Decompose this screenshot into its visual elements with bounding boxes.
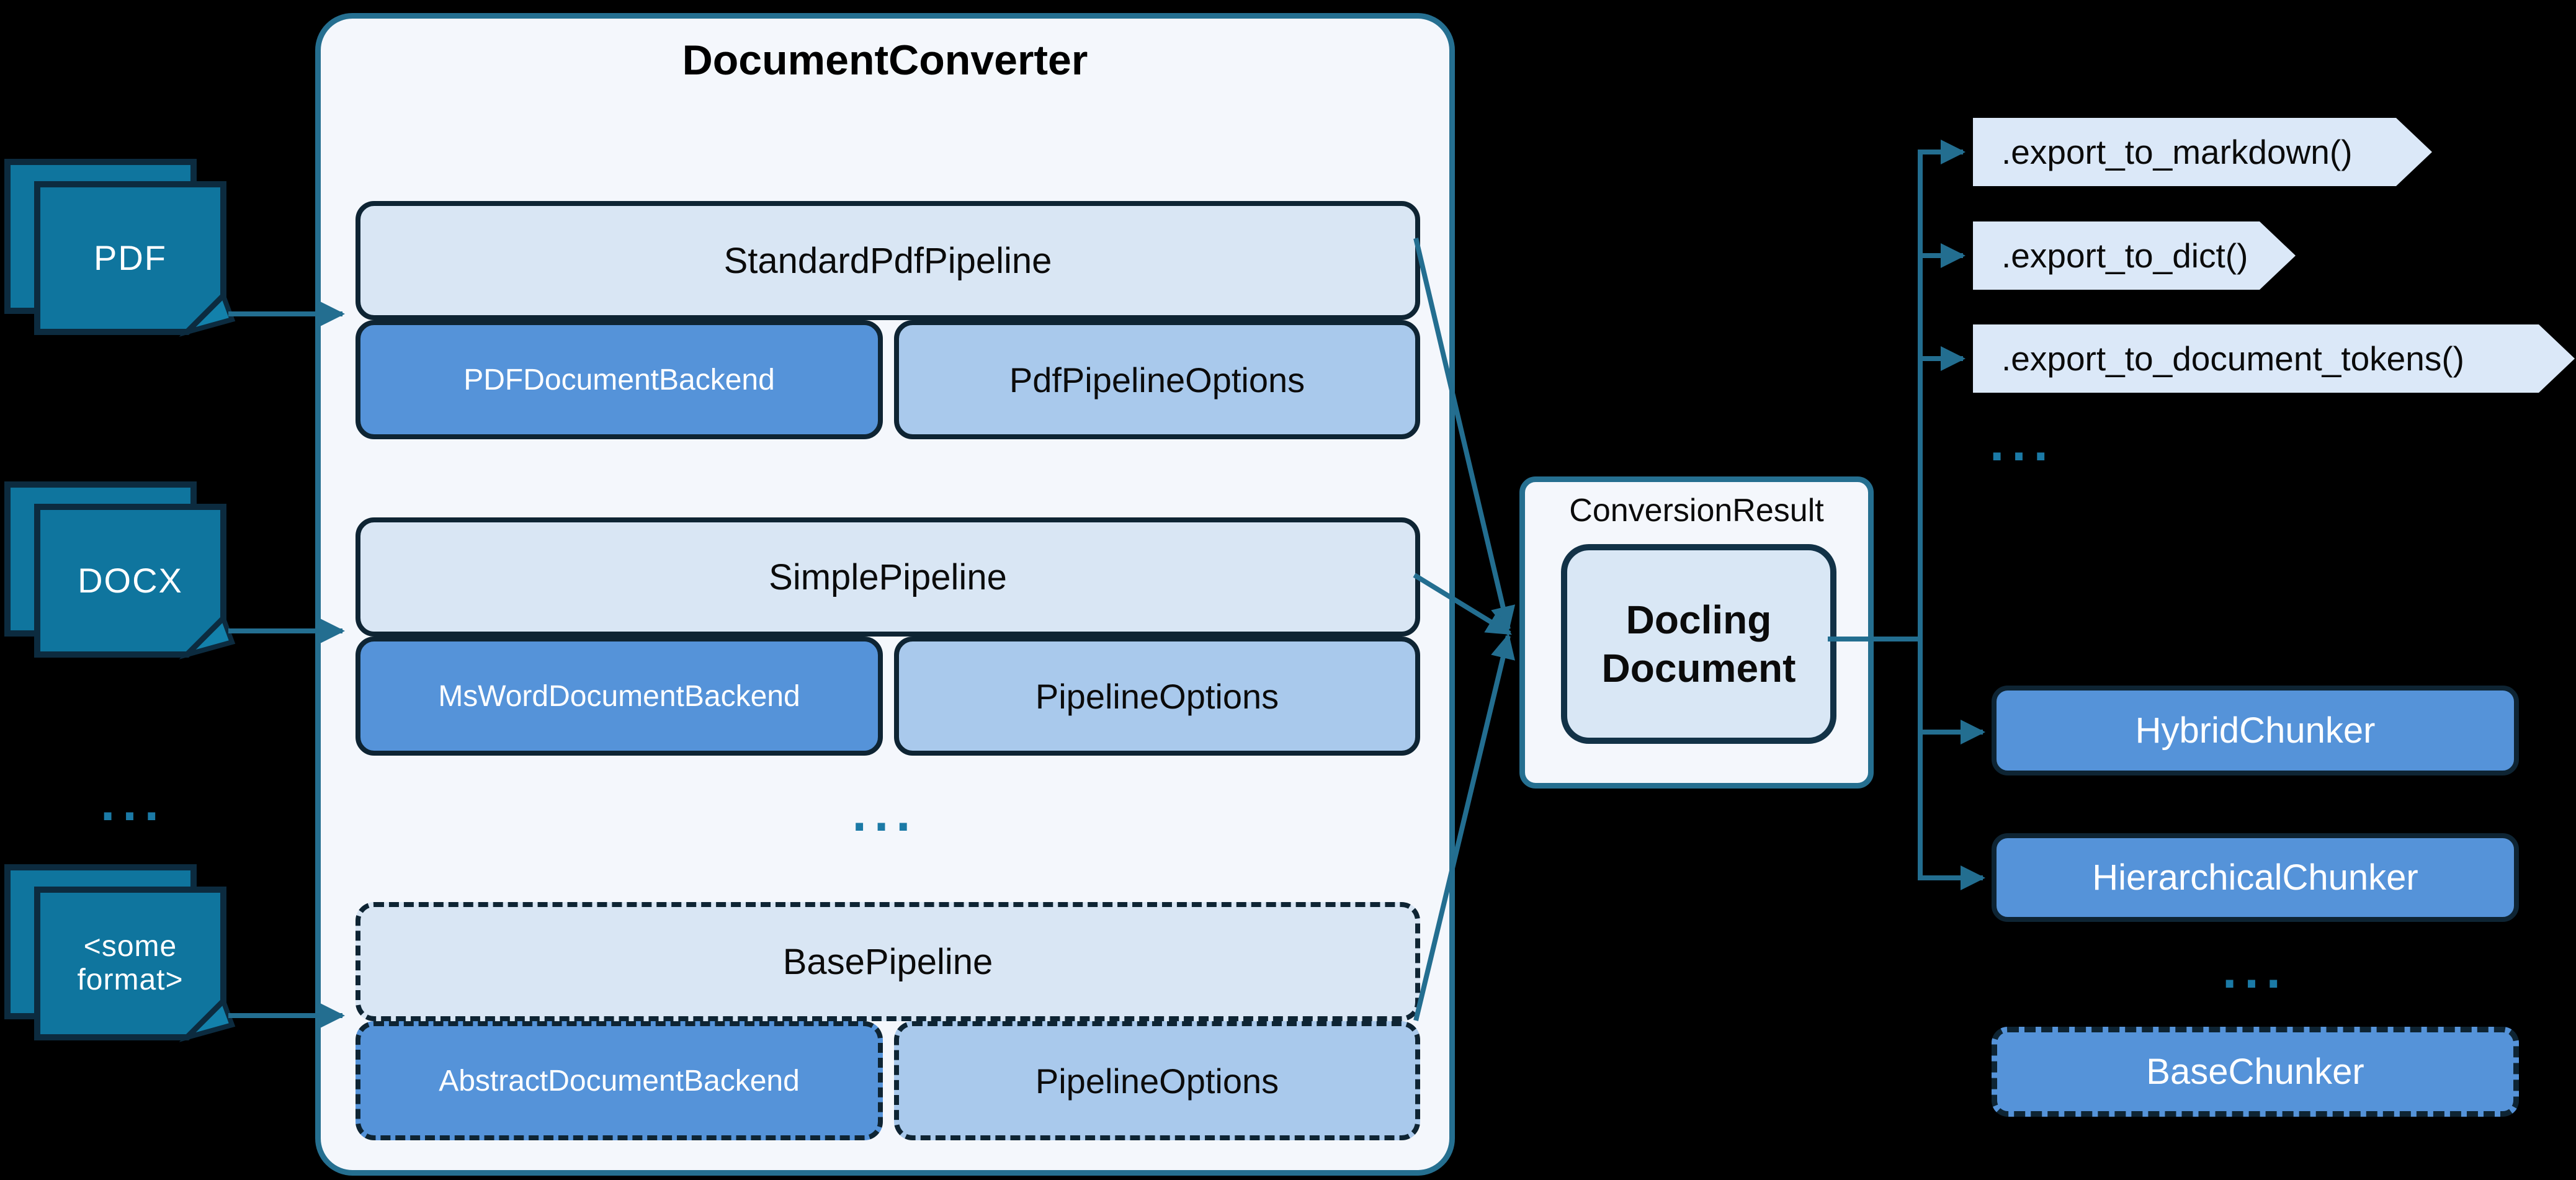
some-format-label: <some format> — [37, 890, 223, 1037]
hybrid-chunker-box: HybridChunker — [1992, 686, 2519, 775]
conversion-result-box: ConversionResult Docling Document — [1519, 476, 1874, 789]
abstract-pipeline-options-box: PipelineOptions — [894, 1021, 1420, 1140]
pdf-document-backend-box: PDFDocumentBackend — [356, 320, 883, 439]
export-to-dict-chevron: .export_to_dict() — [1973, 221, 2296, 290]
document-converter-container: DocumentConverter StandardPdfPipeline PD… — [315, 13, 1455, 1176]
some-format-document-icon: <some format> — [0, 864, 242, 1050]
abstract-document-backend-box: AbstractDocumentBackend — [356, 1021, 883, 1140]
standard-pdf-pipeline-box: StandardPdfPipeline — [356, 201, 1420, 320]
docling-document-line2: Document — [1601, 646, 1796, 691]
docx-label: DOCX — [78, 560, 183, 600]
converter-ellipsis: ... — [852, 784, 918, 842]
docx-document-icon: DOCX — [0, 481, 242, 667]
exports-ellipsis: ... — [1989, 413, 2055, 472]
pdf-pipeline-options-box: PdfPipelineOptions — [894, 320, 1420, 439]
pdf-document-icon: PDF — [0, 158, 242, 344]
conversion-result-label: ConversionResult — [1569, 493, 1824, 529]
stacked-pages-icon — [4, 864, 236, 1042]
document-converter-title: DocumentConverter — [682, 37, 1088, 84]
hierarchical-chunker-box: HierarchicalChunker — [1992, 833, 2519, 922]
base-pipeline-box: BasePipeline — [356, 902, 1420, 1021]
stacked-pages-icon — [4, 481, 236, 659]
some-format-line2: format> — [77, 963, 184, 996]
msword-document-backend-box: MsWordDocumentBackend — [356, 637, 883, 756]
pipeline-options-box: PipelineOptions — [894, 637, 1420, 756]
base-chunker-box: BaseChunker — [1992, 1027, 2519, 1117]
inputs-ellipsis: ... — [100, 773, 166, 831]
export-to-markdown-chevron: .export_to_markdown() — [1973, 118, 2432, 186]
export-to-document-tokens-chevron: .export_to_document_tokens() — [1973, 324, 2575, 393]
docling-document-line1: Docling — [1626, 597, 1772, 642]
docling-document-box: Docling Document — [1561, 544, 1836, 744]
chunkers-ellipsis: ... — [2222, 941, 2288, 999]
stacked-pages-icon — [4, 159, 236, 337]
pdf-label: PDF — [94, 238, 167, 277]
some-format-line1: <some — [83, 930, 177, 963]
simple-pipeline-box: SimplePipeline — [356, 517, 1420, 637]
